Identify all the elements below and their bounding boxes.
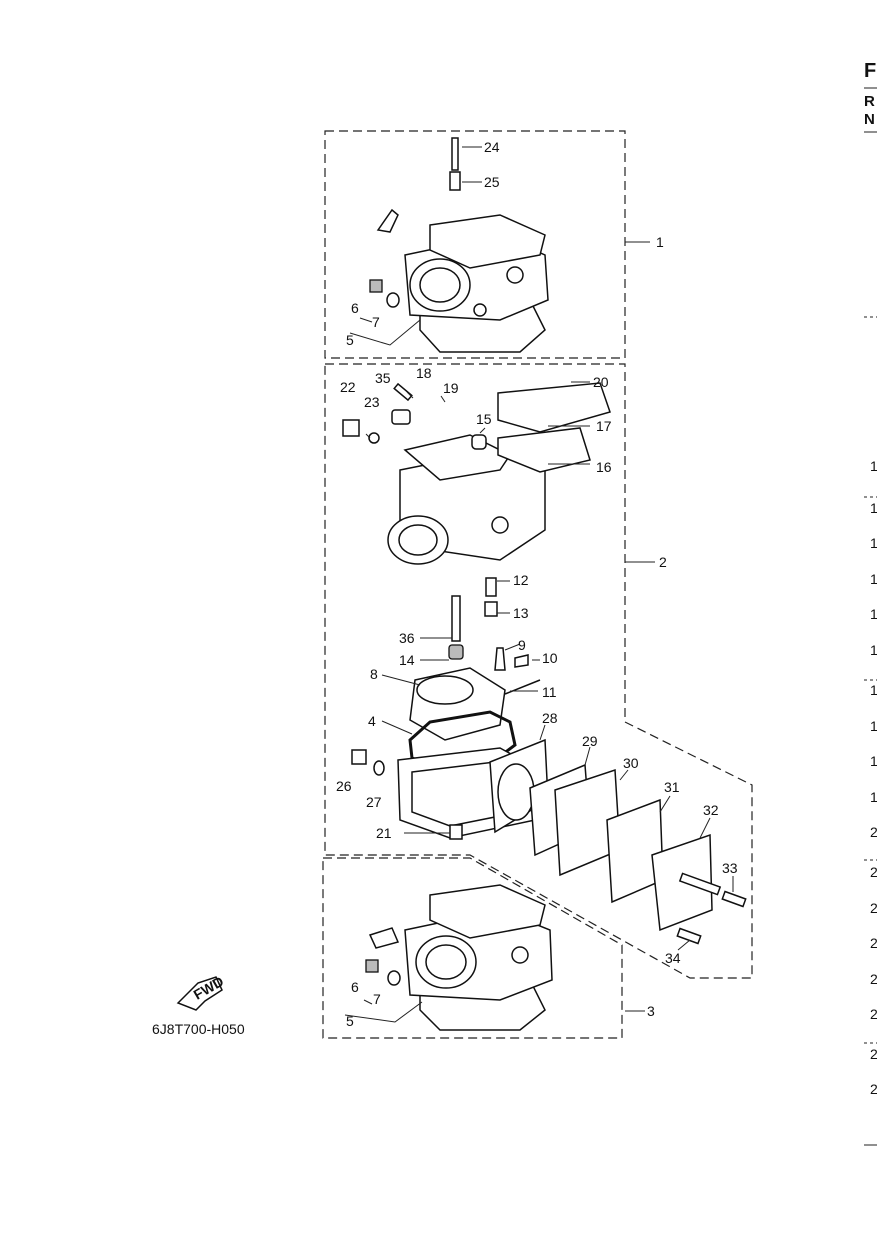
callout-34: 34 [665,950,681,966]
callout-36: 36 [399,630,415,646]
callout-6b: 6 [351,979,359,995]
callout-24: 24 [484,139,500,155]
callout-13: 13 [513,605,529,621]
callout-2: 2 [659,554,667,570]
edge-row-14: 2 [870,971,877,987]
callout-4: 4 [368,713,376,729]
callout-27: 27 [366,794,382,810]
callout-22: 22 [340,379,356,395]
callout-11: 11 [542,684,557,700]
callout-16: 16 [596,459,612,475]
edge-row-2: 1 [870,535,877,551]
callout-25: 25 [484,174,500,190]
edge-row-16: 2 [870,1046,877,1062]
callout-23: 23 [364,394,380,410]
group-box-3 [322,857,623,1039]
callout-5: 5 [346,332,354,348]
callout-9: 9 [518,637,526,653]
edge-row-13: 2 [870,935,877,951]
edge-row-5: 1 [870,642,877,658]
leader-lines [344,146,734,1023]
callout-19: 19 [443,380,459,396]
callout-21: 21 [376,825,392,841]
carburetor-assembly-bottom [365,884,553,1031]
callout-28: 28 [542,710,558,726]
edge-header-1: R [864,93,875,110]
edge-row-17: 2 [870,1081,877,1097]
edge-header-0: F [864,60,876,82]
callout-30: 30 [623,755,639,771]
callout-35: 35 [375,370,391,386]
callout-labels: 1 2 3 4 5 6 7 8 9 10 11 12 13 14 15 16 1… [336,139,738,1029]
clipped-edge-column: F R N 1 1 1 1 1 1 1 1 1 1 2 2 2 2 2 2 2 … [864,60,877,1146]
callout-7b: 7 [373,991,381,1007]
group-box-2 [324,363,753,979]
figure-code: 6J8T700-H050 [152,1021,245,1037]
carburetor-assembly-top [369,137,549,353]
callout-7: 7 [372,314,380,330]
group-box-1 [324,130,626,359]
edge-row-1: 1 [870,500,877,516]
edge-row-4: 1 [870,606,877,622]
callout-15: 15 [476,411,492,427]
edge-header-2: N [864,111,875,128]
callout-6: 6 [351,300,359,316]
edge-row-6: 1 [870,682,877,698]
callout-3: 3 [647,1003,655,1019]
callout-26: 26 [336,778,352,794]
edge-row-0: 1 [870,458,877,474]
callout-33: 33 [722,860,738,876]
edge-row-8: 1 [870,753,877,769]
edge-row-3: 1 [870,571,877,587]
callout-10: 10 [542,650,558,666]
callout-1: 1 [656,234,664,250]
edge-row-15: 2 [870,1006,877,1022]
callout-14: 14 [399,652,415,668]
callout-31: 31 [664,779,680,795]
callout-5b: 5 [346,1013,354,1029]
float-bowl-and-housing [351,738,549,840]
edge-row-11: 2 [870,864,877,880]
callout-20: 20 [593,374,609,390]
float-and-gasket [408,667,517,770]
fwd-arrow-icon: FWD [176,973,226,1011]
edge-row-10: 2 [870,824,877,840]
edge-row-9: 1 [870,789,877,805]
callout-12: 12 [513,572,529,588]
callout-18: 18 [416,365,432,381]
carburetor-body-middle [342,382,611,695]
edge-row-12: 2 [870,900,877,916]
edge-row-7: 1 [870,718,877,734]
callout-17: 17 [596,418,612,434]
callout-8: 8 [370,666,378,682]
callout-29: 29 [582,733,598,749]
callout-32: 32 [703,802,719,818]
cover-plates [529,763,747,945]
